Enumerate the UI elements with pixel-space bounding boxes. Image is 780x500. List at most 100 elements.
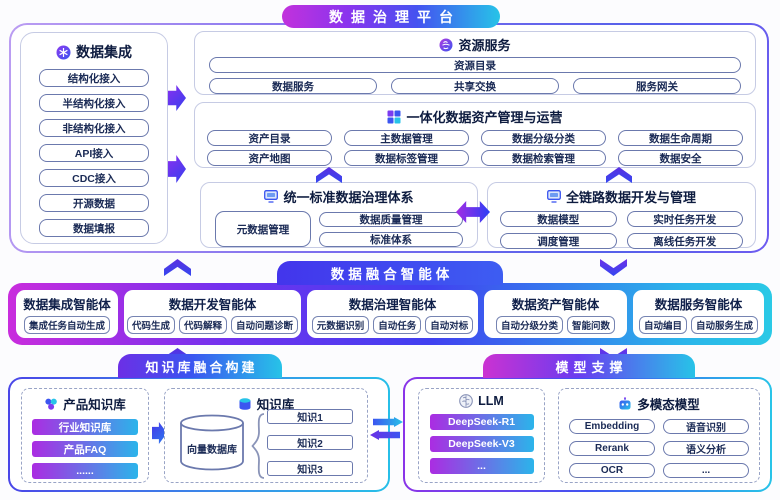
agent-chip: 自动编目 — [639, 316, 688, 334]
agent-chip: 自动对标 — [425, 316, 474, 334]
knowledge-base-panel: 知识库 向量数据库 知识1 知识2 知识3 — [164, 388, 368, 483]
integration-item: 半结构化接入 — [39, 94, 149, 112]
asset-item: 资产目录 — [207, 130, 332, 146]
models-container-inner: LLM DeepSeek-R1 DeepSeek-V3 ... — [405, 379, 770, 490]
asset-item: 数据生命周期 — [618, 130, 743, 146]
governance-system-card: 统一标准数据治理体系 元数据管理 数据质量管理 标准体系 — [200, 182, 478, 248]
platform-container-inner: 数据集成 结构化接入 半结构化接入 非结构化接入 API接入 CDC接入 开源数… — [11, 25, 767, 251]
multimodal-chip: Rerank — [569, 441, 655, 456]
arrow-left-part — [370, 430, 400, 440]
multimodal-title: 多模态模型 — [637, 398, 700, 412]
development-item: 调度管理 — [500, 233, 617, 249]
agent-title: 数据资产智能体 — [511, 298, 600, 312]
asset-item: 资产地图 — [207, 150, 332, 166]
models-title: 模型支撑 — [555, 359, 628, 375]
multimodal-header: 多模态模型 — [559, 394, 759, 413]
asset-item: 数据分级分类 — [481, 130, 606, 146]
platform-container: 数据集成 结构化接入 半结构化接入 非结构化接入 API接入 CDC接入 开源数… — [9, 23, 769, 253]
agent-chip: 自动任务 — [373, 316, 422, 334]
platform-title: 数据治理平台 — [329, 8, 461, 25]
data-integration-card: 数据集成 结构化接入 半结构化接入 非结构化接入 API接入 CDC接入 开源数… — [20, 32, 168, 244]
arrow-down-icon — [600, 259, 627, 276]
development-item: 数据模型 — [500, 211, 617, 227]
integration-item: 数据填报 — [39, 219, 149, 237]
resource-services-card: 资源服务 资源目录 数据服务 共享交换 服务网关 — [194, 31, 756, 95]
arrow-right-icon — [168, 85, 186, 111]
development-item: 实时任务开发 — [626, 211, 743, 227]
agent-chip: 代码生成 — [127, 316, 176, 334]
development-item: 离线任务开发 — [626, 233, 743, 249]
data-integration-header: 数据集成 — [56, 42, 132, 62]
integration-item: CDC接入 — [39, 169, 149, 187]
agent-title: 数据治理智能体 — [348, 298, 437, 312]
governance-item: 标准体系 — [319, 231, 463, 247]
governance-system-header: 统一标准数据治理体系 — [201, 187, 477, 206]
vector-db-cylinder — [180, 414, 244, 471]
knowledge-base-header: 知识库 — [165, 394, 367, 413]
data-integration-title: 数据集成 — [76, 44, 132, 60]
llm-bar: DeepSeek-V3 — [429, 436, 534, 452]
integration-item: 结构化接入 — [39, 69, 149, 87]
asset-management-card: 一体化数据资产管理与运营 资产目录 主数据管理 数据分级分类 数据生命周期 资产… — [194, 102, 756, 168]
resource-services-header: 资源服务 — [195, 35, 755, 54]
swap-arrow-icon — [370, 417, 404, 442]
llm-panel: LLM DeepSeek-R1 DeepSeek-V3 ... — [418, 388, 545, 483]
llm-title: LLM — [478, 394, 504, 408]
resource-item: 共享交换 — [391, 78, 559, 94]
knowledge-base-title: 知识库 — [256, 398, 295, 412]
asset-management-title: 一体化数据资产管理与运营 — [406, 110, 563, 125]
agents-band-title: 数据融合智能体 — [330, 267, 454, 282]
llm-header: LLM — [459, 394, 504, 408]
llm-bar: ... — [429, 458, 534, 474]
integration-node-icon — [56, 45, 71, 59]
integration-item: 非结构化接入 — [39, 119, 149, 137]
knowledge-title-pill: 知识库融合构建 — [118, 354, 282, 378]
agent-title: 数据集成智能体 — [23, 298, 111, 312]
database-icon — [239, 397, 251, 410]
models-container: LLM DeepSeek-R1 DeepSeek-V3 ... — [403, 377, 772, 492]
kb-doc: 知识1 — [267, 409, 353, 424]
resource-catalog-box: 资源目录 — [209, 57, 741, 73]
vector-db-label: 向量数据库 — [187, 445, 237, 456]
arrow-right-part — [373, 417, 403, 427]
agent-chip: 元数据识别 — [311, 316, 370, 334]
integration-item: 开源数据 — [39, 194, 149, 212]
product-kb-bar: 行业知识库 — [32, 419, 138, 435]
resource-services-title: 资源服务 — [458, 38, 511, 53]
asset-management-header: 一体化数据资产管理与运营 — [195, 107, 755, 126]
agent-card: 数据集成智能体 集成任务自动生成 — [16, 290, 118, 338]
agent-card: 数据服务智能体 自动编目 自动服务生成 — [633, 290, 764, 338]
kb-doc: 知识3 — [267, 461, 353, 476]
integration-item: API接入 — [39, 144, 149, 162]
arrow-up-icon — [316, 167, 342, 183]
monitor-icon — [547, 190, 561, 203]
agent-chip: 自动服务生成 — [691, 316, 759, 334]
multimodal-panel: 多模态模型 Embedding 语音识别 Rerank 语义分析 OCR ... — [558, 388, 760, 483]
arrow-up-icon — [164, 259, 191, 276]
robot-icon — [619, 396, 631, 409]
asset-item: 数据安全 — [618, 150, 743, 166]
multimodal-chip: ... — [663, 463, 749, 478]
cluster-icon — [45, 398, 58, 410]
resource-item: 数据服务 — [209, 78, 377, 94]
arrow-right-icon — [168, 155, 186, 183]
asset-item: 数据检索管理 — [481, 150, 606, 166]
governance-main-box: 元数据管理 — [215, 211, 311, 247]
agents-band: 数据集成智能体 集成任务自动生成 数据开发智能体 代码生成 代码解释 自动问题诊… — [8, 283, 772, 345]
multimodal-chip: 语音识别 — [663, 419, 749, 434]
agent-card: 数据开发智能体 代码生成 代码解释 自动问题诊断 — [124, 290, 302, 338]
resource-item: 服务网关 — [573, 78, 741, 94]
agent-chip: 代码解释 — [179, 316, 228, 334]
asset-item: 主数据管理 — [344, 130, 469, 146]
agent-title: 数据服务智能体 — [654, 298, 743, 312]
double-arrow-icon — [456, 201, 490, 223]
knowledge-container-inner: 产品知识库 行业知识库 产品FAQ ...... 知识库 — [10, 379, 388, 490]
product-kb-header: 产品知识库 — [44, 394, 126, 413]
governance-system-title: 统一标准数据治理体系 — [283, 190, 414, 205]
product-kb-bar: 产品FAQ — [32, 441, 138, 457]
agent-title: 数据开发智能体 — [168, 298, 257, 312]
agents-band-title-pill: 数据融合智能体 — [277, 261, 503, 285]
platform-title-pill: 数据治理平台 — [282, 5, 500, 28]
multimodal-chip: 语义分析 — [663, 441, 749, 456]
